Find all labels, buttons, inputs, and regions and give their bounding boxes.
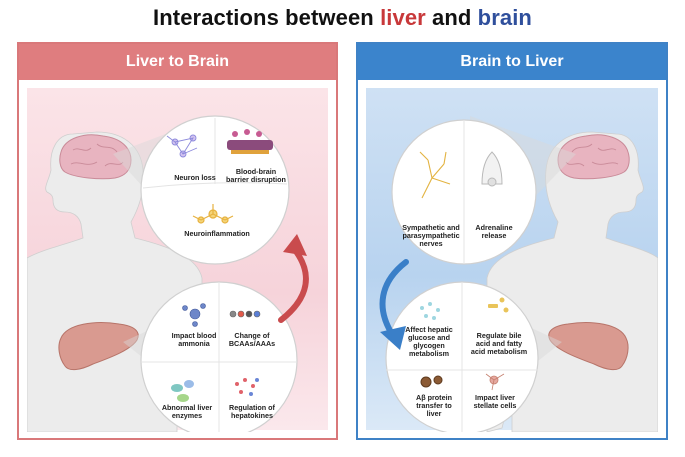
bcaa-molecule-icon: [229, 310, 261, 318]
title-middle: and: [425, 5, 478, 30]
brain-effects-circle: [140, 115, 290, 265]
nerve-icon: [419, 151, 451, 199]
glucose-icon: [420, 302, 440, 320]
adrenal-cell-icon: [481, 151, 503, 187]
brain-to-liver-body: Sympathetic and parasympathetic nerves A…: [366, 88, 658, 432]
brain-icon: [557, 134, 630, 180]
liver-icon: [58, 322, 139, 371]
liver-signal-blood-ammonia: Impact blood ammonia: [171, 331, 217, 349]
brain-to-liver-illustration: [379, 116, 658, 432]
neuroinflammation-icon: [192, 204, 234, 224]
liver-enzymes-icon: [171, 380, 194, 402]
brain-effect-neuron-loss: Neuron loss: [174, 173, 216, 182]
liver-effect-abeta-transfer: Aβ protein transfer to liver: [416, 393, 452, 419]
liver-to-brain-illustration: [27, 115, 309, 432]
liver-to-brain-header: Liver to Brain: [19, 44, 336, 80]
liver-effect-stellate-cells: Impact liver stellate cells: [473, 393, 517, 411]
title-liver-word: liver: [380, 5, 426, 30]
liver-effect-bile-fatty-acid: Regulate bile acid and fatty acid metabo…: [470, 331, 528, 357]
brain-to-liver-panel: Brain to Liver: [356, 42, 668, 440]
brain-signal-nerves: Sympathetic and parasympathetic nerves: [402, 223, 460, 249]
liver-to-brain-arrow: [278, 234, 309, 323]
liver-effect-glucose-metabolism: Affect hepatic glucose and glycogen meta…: [405, 325, 453, 359]
liver-signal-hepatokines: Regulation of hepatokines: [229, 403, 275, 421]
neuron-loss-icon: [166, 134, 198, 158]
bile-acid-icon: [488, 297, 509, 313]
liver-effects-circle: [385, 281, 539, 432]
ammonia-molecule-icon: [182, 303, 206, 327]
brain-icon: [59, 134, 132, 180]
liver-signals-circle: [140, 281, 298, 432]
brain-to-liver-header: Brain to Liver: [358, 44, 666, 80]
figure-title: Interactions between liver and brain: [0, 5, 685, 31]
hepatokines-icon: [235, 378, 259, 396]
liver-icon: [548, 322, 629, 371]
liver-to-brain-panel: Liver to Brain: [17, 42, 338, 440]
stellate-cell-icon: [485, 373, 505, 391]
blood-brain-barrier-icon: [227, 129, 273, 154]
brain-to-liver-arrow: [379, 259, 409, 350]
brain-signal-adrenaline: Adrenaline release: [475, 223, 513, 241]
title-prefix: Interactions between: [153, 5, 381, 30]
amyloid-beta-icon: [420, 375, 443, 388]
brain-effect-neuroinflammation: Neuroinflammation: [184, 229, 250, 238]
brain-signals-circle: [391, 119, 537, 265]
title-brain-word: brain: [477, 5, 532, 30]
liver-to-brain-body: Neuron loss Blood-brain barrier disrupti…: [27, 88, 328, 432]
brain-effect-bbb-disruption: Blood-brain barrier disruption: [226, 167, 286, 185]
liver-signal-liver-enzymes: Abnormal liver enzymes: [161, 403, 213, 421]
liver-signal-bcaas-aaas: Change of BCAAs/AAAs: [228, 331, 276, 349]
